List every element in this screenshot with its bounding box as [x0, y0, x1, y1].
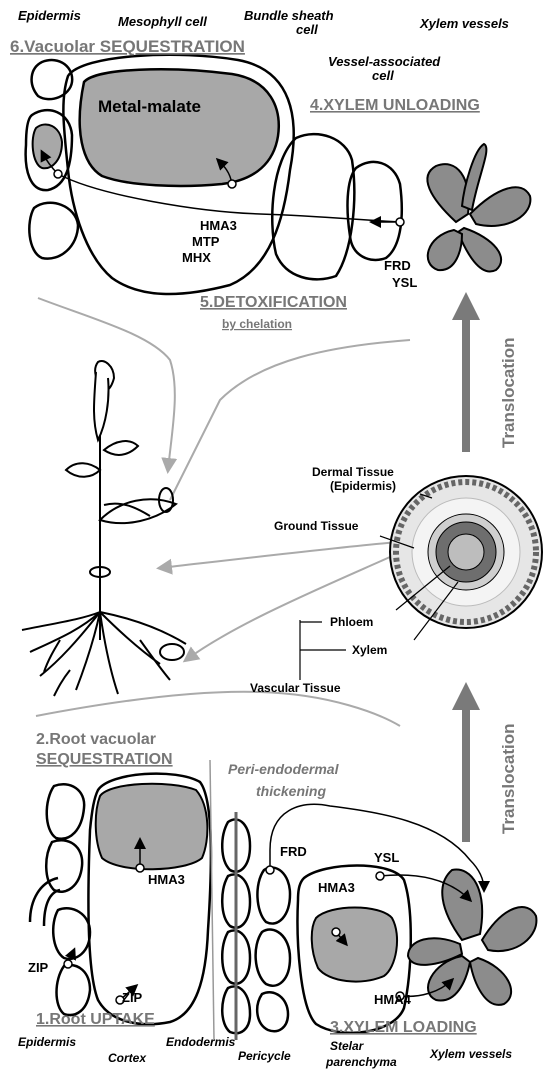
- label-root-vac-2: SEQUESTRATION: [36, 751, 173, 768]
- transporter-node: [64, 960, 72, 968]
- label-mtp: MTP: [192, 234, 220, 249]
- label-chelation: by chelation: [222, 317, 292, 331]
- translocation-arrow-bottom: [452, 682, 480, 842]
- label-peri-2: thickening: [256, 783, 326, 799]
- epidermis-cell-b2: [46, 840, 82, 891]
- label-translocation-bottom: Translocation: [499, 723, 518, 834]
- label-epidermis-top: Epidermis: [18, 8, 81, 23]
- root-vacuole: [96, 784, 208, 870]
- label-root-vac-1: 2.Root vacuolar: [36, 731, 156, 748]
- label-translocation-top: Translocation: [499, 337, 518, 448]
- label-stelar-2: parenchyma: [325, 1055, 397, 1069]
- label-pericycle: Pericycle: [238, 1049, 291, 1063]
- label-phloem: Phloem: [330, 615, 373, 629]
- xylem-vessel-bottom: [408, 870, 536, 1005]
- label-mhx: MHX: [182, 250, 211, 265]
- bundle-sheath-cell-2: [348, 162, 402, 260]
- label-xylem-vessels-bottom: Xylem vessels: [429, 1047, 512, 1061]
- label-dermal-2: (Epidermis): [330, 479, 396, 493]
- label-vascular: Vascular Tissue: [250, 681, 341, 695]
- label-hma3-root: HMA3: [148, 872, 185, 887]
- translocation-arrow-top: [452, 292, 480, 452]
- transporter-node: [376, 872, 384, 880]
- epidermis-cell-b1: [47, 784, 84, 839]
- label-ysl-top: YSL: [392, 275, 417, 290]
- label-endodermis: Endodermis: [166, 1035, 236, 1049]
- label-metal-malate: Metal-malate: [98, 97, 201, 116]
- label-xylem-unloading: 4.XYLEM UNLOADING: [310, 97, 480, 114]
- label-root-uptake: 1.Root UPTAKE: [36, 1011, 155, 1028]
- label-peri-1: Peri-endodermal: [228, 761, 340, 777]
- label-xylem-loading: 3.XYLEM LOADING: [330, 1019, 477, 1036]
- label-hma4: HMA4: [374, 992, 412, 1007]
- transporter-node: [396, 218, 404, 226]
- label-xylem: Xylem: [352, 643, 387, 657]
- label-vessel-assoc-1: Vessel-associated: [328, 54, 441, 69]
- label-dermal-1: Dermal Tissue: [312, 465, 394, 479]
- label-ground: Ground Tissue: [274, 519, 359, 533]
- root-cells: [30, 774, 411, 1034]
- label-frd-top: FRD: [384, 258, 411, 273]
- label-zip-2: ZIP: [122, 990, 143, 1005]
- label-detox: 5.DETOXIFICATION: [200, 294, 347, 311]
- gray-connector-lines: [36, 298, 410, 726]
- stelar-vacuole: [312, 908, 397, 982]
- xylem-vessel-top: [427, 144, 530, 271]
- label-epidermis-bottom: Epidermis: [18, 1035, 76, 1049]
- transporter-node: [332, 928, 340, 936]
- label-vacuolar-sequestration: 6.Vacuolar SEQUESTRATION: [10, 37, 245, 56]
- vacuole-metal-malate: [80, 69, 279, 186]
- transporter-node: [54, 170, 62, 178]
- plant-illustration: [22, 361, 186, 696]
- epidermis-cell-b3: [53, 908, 90, 959]
- transporter-node: [136, 864, 144, 872]
- label-zip-1: ZIP: [28, 960, 49, 975]
- label-cortex: Cortex: [108, 1051, 147, 1065]
- transporter-node: [266, 866, 274, 874]
- label-frd-bottom: FRD: [280, 844, 307, 859]
- epidermis-cell-3: [29, 203, 78, 259]
- label-bundle-sheath-2: cell: [296, 22, 318, 37]
- label-mesophyll: Mesophyll cell: [118, 14, 207, 29]
- stem-cross-section: [390, 476, 542, 628]
- label-vessel-assoc-2: cell: [372, 68, 394, 83]
- label-hma3-stele: HMA3: [318, 880, 355, 895]
- transporter-node: [228, 180, 236, 188]
- label-hma3-top: HMA3: [200, 218, 237, 233]
- label-ysl-bottom: YSL: [374, 850, 399, 865]
- epidermis-cell-b4: [57, 965, 91, 1015]
- label-xylem-vessels-top: Xylem vessels: [419, 16, 509, 31]
- label-stelar-1: Stelar: [330, 1039, 365, 1053]
- label-bundle-sheath-1: Bundle sheath: [244, 8, 334, 23]
